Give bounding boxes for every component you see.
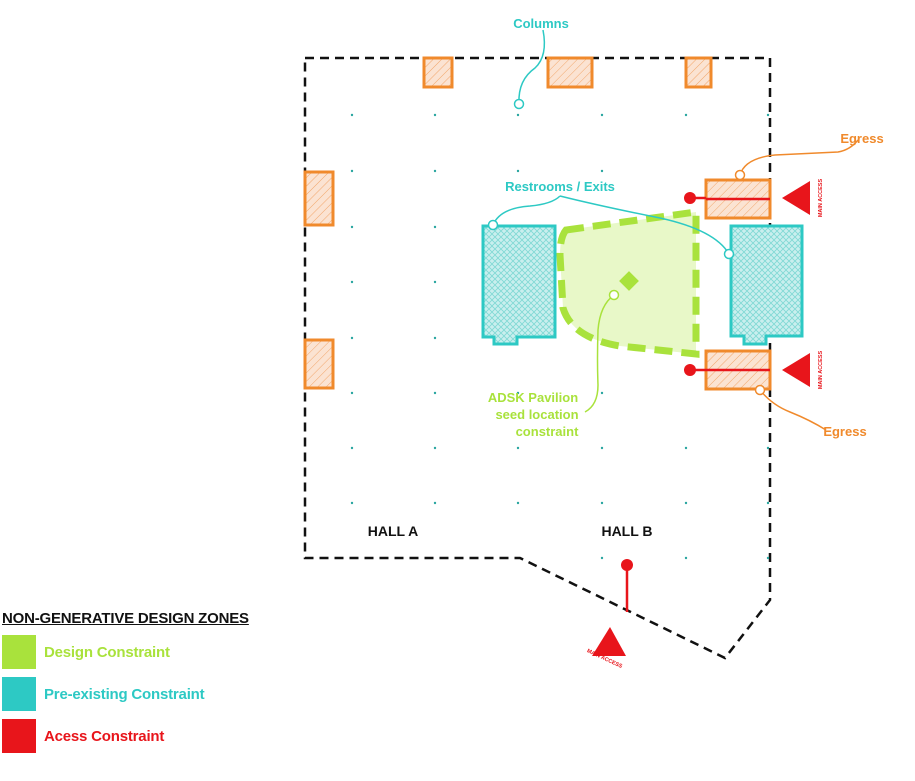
pavilion-leader [584, 294, 615, 413]
grid-dot [600, 113, 604, 117]
grid-dot [350, 169, 354, 173]
access-point-dot [621, 559, 633, 571]
grid-dot [433, 391, 437, 395]
grid-dot [433, 501, 437, 505]
grid-dot [516, 113, 520, 117]
legend-swatch-design [2, 635, 36, 669]
columns-leader [518, 29, 546, 104]
grid-dot [350, 446, 354, 450]
legend-item-preexisting: Pre-existing Constraint [2, 677, 302, 711]
legend-label-design: Design Constraint [44, 643, 170, 661]
legend-label-access: Acess Constraint [44, 727, 165, 745]
grid-dot [350, 391, 354, 395]
main-access-triangle-bottom-center [592, 627, 626, 656]
egress-bottom-leader [759, 389, 827, 431]
column-block [422, 56, 454, 89]
grid-dot [684, 556, 688, 560]
egress-top-leader [739, 139, 859, 176]
hall-b-label: HALL B [601, 523, 652, 539]
column-block [684, 56, 713, 89]
main-access-triangle-bottom [782, 353, 810, 387]
grid-dot [766, 446, 770, 450]
column-block [303, 170, 335, 227]
pavilion-label-line1: ADSK Pavilion [488, 390, 578, 405]
pavilion-label-line3: constraint [516, 424, 580, 439]
column-grid-dots [350, 113, 770, 560]
grid-dot [516, 169, 520, 173]
egress-top-label: Egress [840, 131, 883, 146]
grid-dot [350, 225, 354, 229]
grid-dot [433, 169, 437, 173]
restrooms-label: Restrooms / Exits [505, 179, 615, 194]
grid-dot [433, 225, 437, 229]
restroom-block-right [729, 224, 804, 346]
legend-swatch-access [2, 719, 36, 753]
grid-dot [433, 280, 437, 284]
grid-dot [600, 556, 604, 560]
restrooms-leader-right [559, 195, 730, 255]
grid-dot [433, 113, 437, 117]
access-point-dot [684, 364, 696, 376]
legend-item-access: Acess Constraint [2, 719, 302, 753]
grid-dot [350, 501, 354, 505]
legend-swatch-preexisting [2, 677, 36, 711]
egress-bottom-label: Egress [823, 424, 866, 439]
main-access-label-top: MAIN ACCESS [818, 179, 824, 218]
grid-dot [684, 501, 688, 505]
main-access-triangle-top [782, 181, 810, 215]
grid-dot [684, 113, 688, 117]
grid-dot [350, 280, 354, 284]
grid-dot [600, 391, 604, 395]
legend: NON-GENERATIVE DESIGN ZONES Design Const… [2, 610, 302, 761]
grid-dot [516, 501, 520, 505]
main-access-label-bottom: MAIN ACCESS [818, 351, 824, 390]
grid-dot [684, 446, 688, 450]
grid-dot [766, 556, 770, 560]
grid-dot [433, 446, 437, 450]
grid-dot [516, 446, 520, 450]
grid-dot [516, 391, 520, 395]
grid-dot [766, 113, 770, 117]
column-block [303, 338, 335, 390]
pavilion-label-line2: seed location [495, 407, 578, 422]
grid-dot [766, 501, 770, 505]
legend-label-preexisting: Pre-existing Constraint [44, 685, 205, 703]
grid-dot [600, 501, 604, 505]
grid-dot [600, 169, 604, 173]
columns-label: Columns [513, 16, 569, 31]
pavilion-seed-marker [619, 271, 639, 291]
grid-dot [600, 446, 604, 450]
grid-dot [433, 336, 437, 340]
restrooms-leader-left [492, 195, 561, 226]
grid-dot [350, 113, 354, 117]
restroom-block-left [481, 224, 557, 346]
access-point-dot [684, 192, 696, 204]
building-outline [303, 56, 772, 660]
hall-a-label: HALL A [368, 523, 419, 539]
grid-dot [350, 336, 354, 340]
legend-title: NON-GENERATIVE DESIGN ZONES [2, 610, 249, 627]
legend-item-design: Design Constraint [2, 635, 302, 669]
column-block [546, 56, 594, 89]
